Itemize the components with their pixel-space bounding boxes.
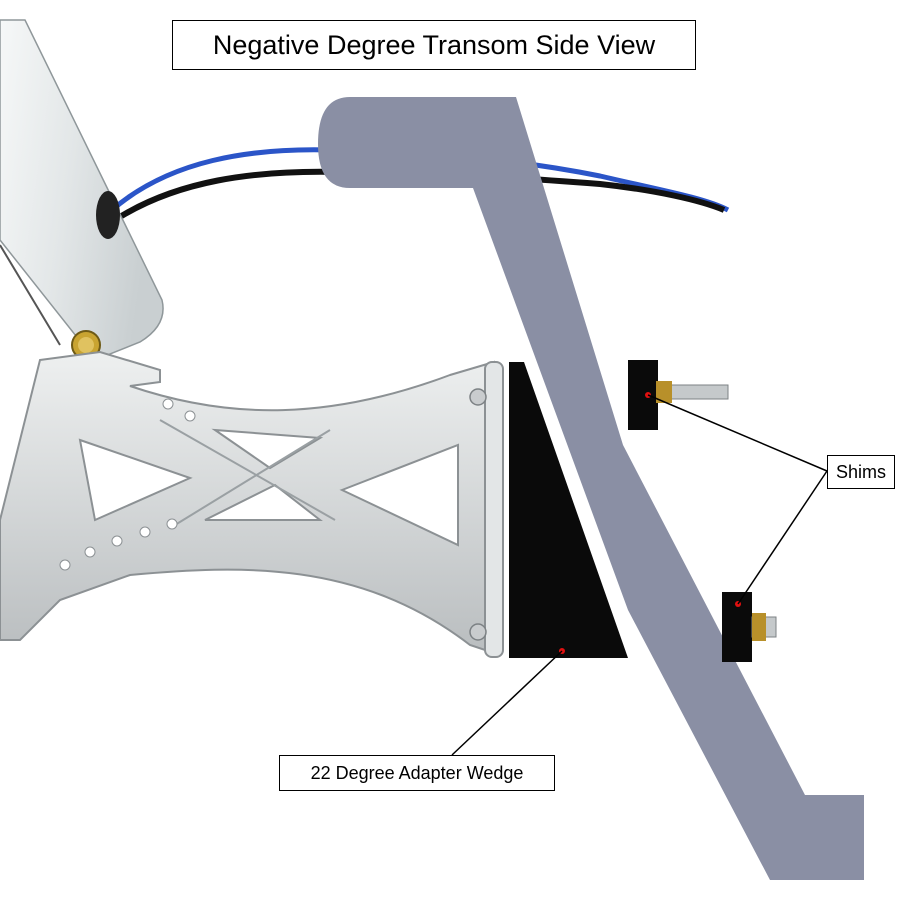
- adapter-wedge: [509, 362, 628, 658]
- leader-line-wedge: [451, 650, 563, 756]
- leader-line-shims-upper: [647, 394, 828, 472]
- bolt: [751, 613, 777, 641]
- bolt: [656, 381, 729, 403]
- shim: [628, 360, 658, 430]
- leader-line-shims-lower: [737, 470, 828, 605]
- diagram-title: Negative Degree Transom Side View: [172, 20, 696, 70]
- transom-profile: [318, 97, 864, 880]
- shaft-tube: [0, 19, 164, 361]
- wedge-label: 22 Degree Adapter Wedge: [279, 755, 555, 791]
- motor-mount-bracket: [0, 350, 504, 658]
- shims-label: Shims: [827, 455, 895, 489]
